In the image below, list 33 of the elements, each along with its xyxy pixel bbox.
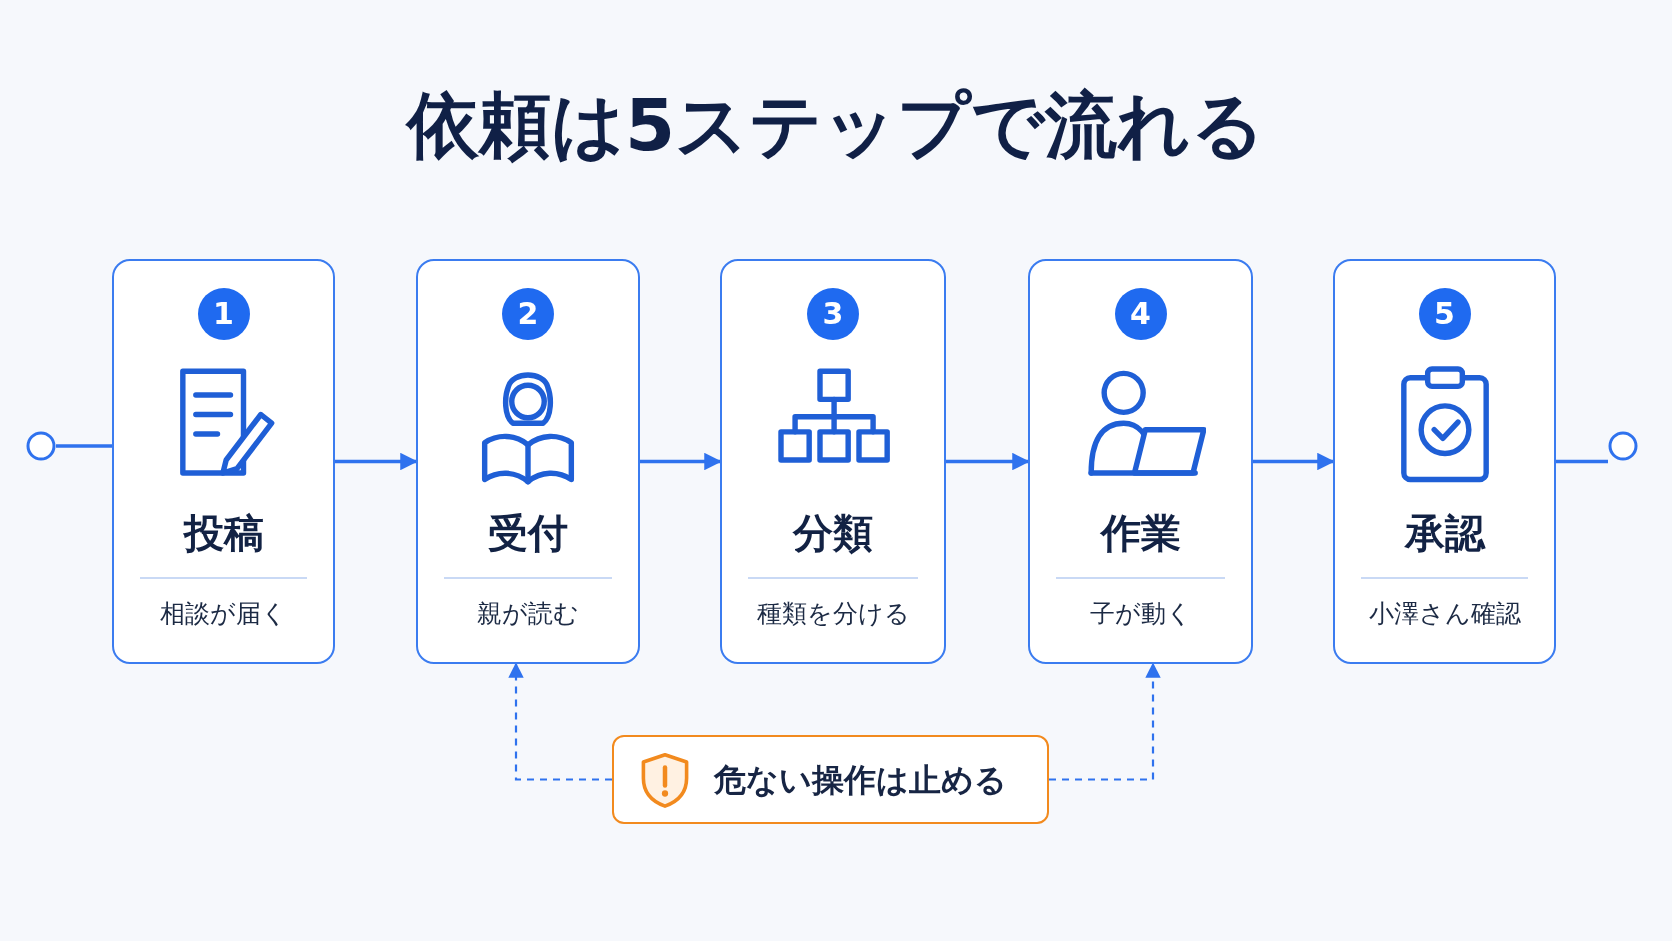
- arrow: [946, 452, 1030, 471]
- step-card: [720, 259, 946, 664]
- step-number: 5: [1418, 288, 1471, 340]
- step-description: 相談が届く: [159, 598, 288, 630]
- step-name: 投稿: [182, 509, 265, 558]
- step-number: 3: [807, 288, 859, 340]
- step-description: 親が読む: [476, 598, 580, 630]
- connector-line: [56, 444, 112, 448]
- dashed-arrow: [1049, 662, 1161, 781]
- endpoint-circle: [1608, 431, 1638, 461]
- connector-line: [1556, 459, 1608, 464]
- step-description: 種類を分ける: [755, 598, 911, 630]
- step-card: [1028, 259, 1253, 664]
- step-description: 小澤さん確認: [1367, 598, 1522, 630]
- diagram-title: 依頼は5ステップで流れる: [404, 82, 1267, 169]
- step-number: 1: [197, 288, 250, 340]
- step-number: 4: [1114, 288, 1167, 340]
- step-name: 作業: [1099, 509, 1182, 558]
- step-card: [112, 259, 335, 664]
- warning-box: [612, 735, 1049, 824]
- step-name: 受付: [487, 509, 569, 558]
- step-card: [1333, 259, 1556, 664]
- step-name: 分類: [791, 509, 874, 558]
- arrow: [1253, 452, 1335, 471]
- endpoint-circle: [26, 431, 56, 461]
- dashed-arrow: [508, 662, 612, 781]
- step-description: 子が動く: [1088, 598, 1193, 630]
- warning-text: 危ない操作は止める: [714, 760, 1007, 801]
- arrow: [335, 452, 418, 471]
- step-number: 2: [502, 288, 554, 340]
- arrow: [640, 452, 722, 471]
- step-card: [416, 259, 640, 664]
- step-name: 承認: [1403, 509, 1487, 558]
